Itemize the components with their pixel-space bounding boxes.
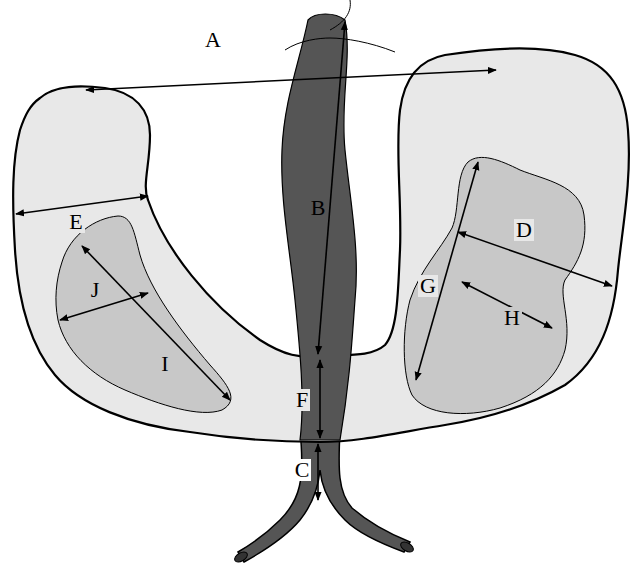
- dimension-label: F: [294, 389, 310, 411]
- dimension-label: D: [514, 219, 534, 241]
- dimension-label: A: [203, 29, 223, 51]
- dimension-label: B: [309, 197, 328, 219]
- dimension-label: H: [502, 307, 522, 329]
- dimension-label: J: [89, 279, 102, 301]
- dimension-label: I: [159, 353, 170, 375]
- dimension-label: G: [418, 275, 438, 297]
- dimension-label: E: [67, 211, 84, 233]
- dimension-label: C: [293, 459, 312, 481]
